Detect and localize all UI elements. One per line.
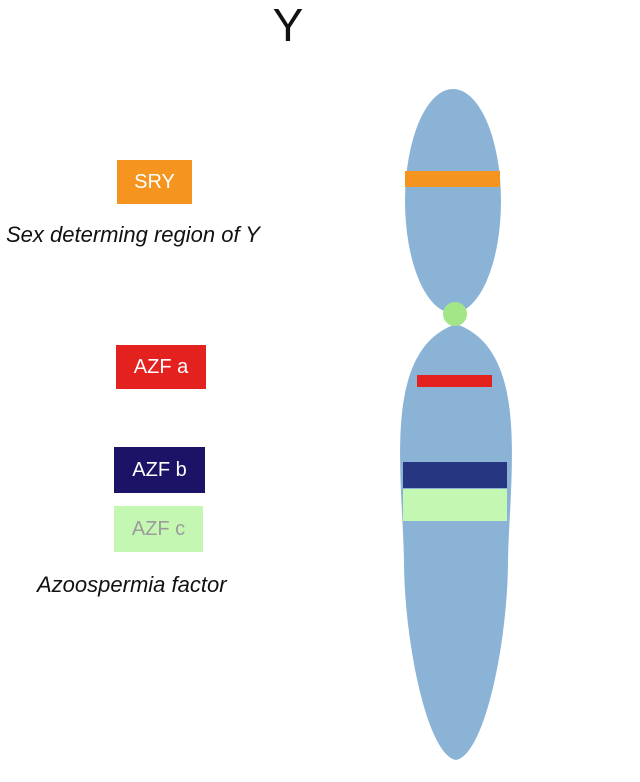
azf-b-label: AZF b [114,447,205,493]
azf-caption: Azoospermia factor [37,572,227,597]
centromere [443,302,467,326]
short-arm [405,89,501,313]
chromosome-title: Y [272,0,304,51]
sry-band [405,171,500,187]
azf-a-band [417,375,492,387]
sry-caption: Sex determing region of Y [6,222,260,247]
sry-label: SRY [117,160,192,204]
long-arm [400,324,512,760]
azf-c-label: AZF c [114,506,203,552]
azf-a-label: AZF a [116,345,206,389]
azf-b-band [403,462,507,488]
azf-c-band [403,489,507,521]
